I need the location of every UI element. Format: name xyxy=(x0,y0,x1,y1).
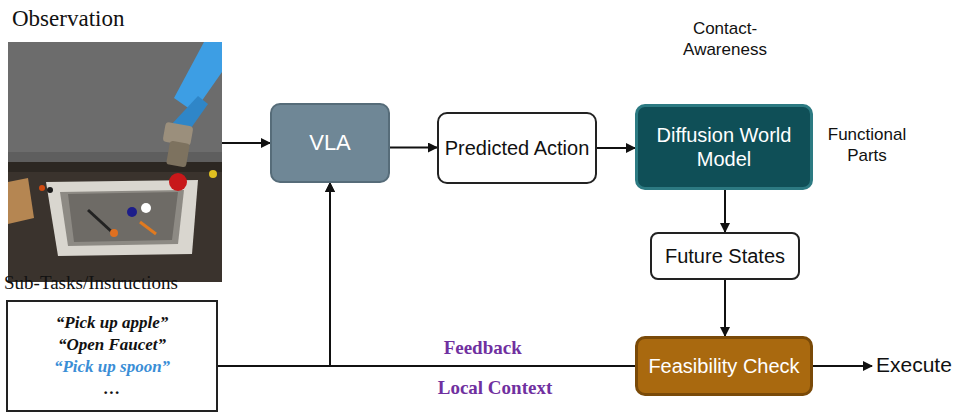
box-label: Predicted Action xyxy=(445,136,590,160)
box-heading: Sub-Tasks/Instructions xyxy=(4,272,178,294)
process-box: Predicted Action xyxy=(437,112,597,184)
connector xyxy=(330,183,635,366)
connector xyxy=(222,142,270,144)
feedback-label: Local Context xyxy=(410,376,580,400)
process-box: Future States xyxy=(650,232,800,280)
edge-label: Feedback xyxy=(441,336,525,360)
box-label: Feasibility Check xyxy=(648,354,799,378)
process-box: Feasibility Check xyxy=(635,336,812,396)
instruction-line: … xyxy=(104,378,121,400)
connector xyxy=(724,280,726,336)
scene-illustration xyxy=(8,42,222,282)
instruction-line: “Pick up apple” xyxy=(56,312,168,334)
connector xyxy=(724,190,726,232)
connector xyxy=(390,147,437,149)
process-box: Diffusion World Model xyxy=(635,104,813,190)
observation-panel: Observation xyxy=(8,2,222,282)
process-box: VLA xyxy=(270,103,390,183)
instruction-box: Sub-Tasks/Instructions“Pick up apple”“Op… xyxy=(6,300,218,412)
box-label: VLA xyxy=(309,130,351,156)
connector xyxy=(218,183,330,366)
annotation: Contact-Awareness xyxy=(665,18,785,61)
panel-heading: Observation xyxy=(8,2,222,40)
annotation: Functional Parts xyxy=(812,124,922,167)
instruction-line: “Pick up spoon” xyxy=(54,356,170,378)
output-label: Execute xyxy=(876,352,964,378)
connector xyxy=(597,147,635,149)
execute-arrow xyxy=(803,365,872,367)
box-label: Diffusion World Model xyxy=(638,123,810,171)
instruction-line: “Open Faucet” xyxy=(58,334,166,356)
box-label: Future States xyxy=(665,244,785,268)
